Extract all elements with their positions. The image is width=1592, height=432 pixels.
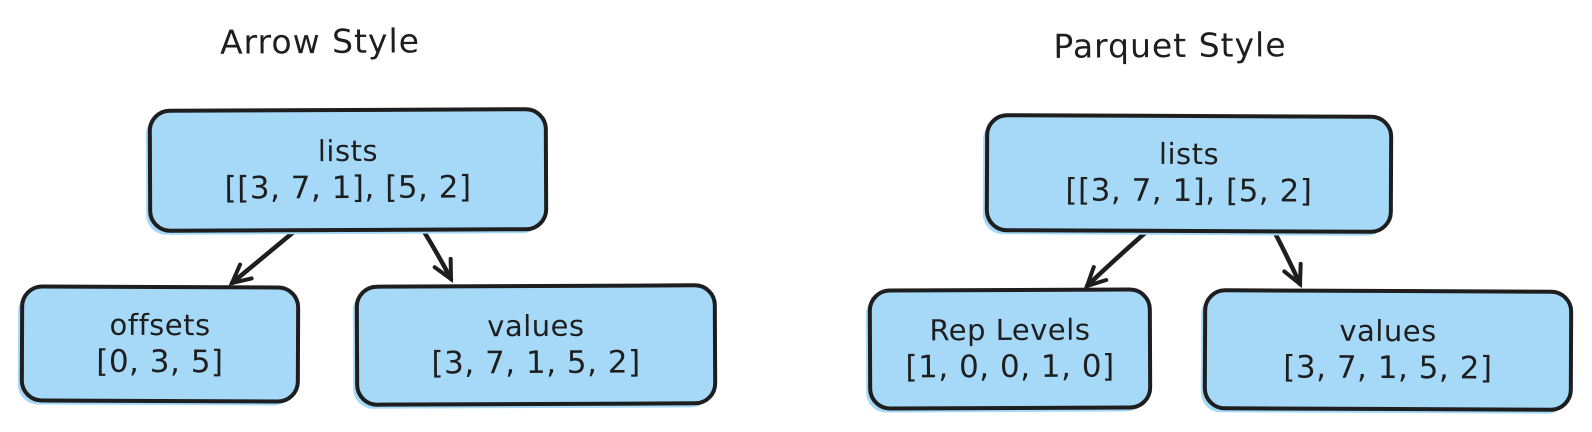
node-arrow-values-value: [3, 7, 1, 5, 2]: [431, 344, 641, 382]
node-parquet-values-label: values: [1339, 313, 1437, 348]
node-parquet-rep-levels-value: [1, 0, 0, 1, 0]: [905, 348, 1115, 386]
arrow-lists-to-offsets-icon: [228, 227, 299, 286]
node-arrow-offsets-label: offsets: [109, 307, 211, 342]
node-arrow-lists: lists [[3, 7, 1], [5, 2]: [147, 107, 549, 233]
node-arrow-offsets: offsets [0, 3, 5]: [19, 284, 301, 404]
arrow-lists-to-values-left-icon: [420, 227, 454, 283]
node-arrow-lists-value: [[3, 7, 1], [5, 2]: [224, 169, 472, 207]
parquet-style-title: Parquet Style: [1053, 25, 1287, 66]
node-arrow-values-label: values: [487, 308, 585, 343]
arrow-lists-to-rep-levels-icon: [1083, 230, 1148, 290]
node-parquet-rep-levels: Rep Levels [1, 0, 0, 1, 0]: [867, 287, 1153, 411]
node-arrow-values: values [3, 7, 1, 5, 2]: [354, 283, 718, 407]
node-parquet-values-value: [3, 7, 1, 5, 2]: [1283, 349, 1493, 387]
arrow-lists-to-values-right-icon: [1272, 230, 1303, 289]
node-parquet-rep-levels-label: Rep Levels: [929, 312, 1091, 347]
arrow-style-title: Arrow Style: [219, 21, 421, 62]
node-parquet-lists: lists [[3, 7, 1], [5, 2]: [984, 113, 1394, 234]
node-arrow-lists-label: lists: [317, 133, 379, 168]
node-parquet-lists-label: lists: [1158, 136, 1220, 172]
node-parquet-lists-value: [[3, 7, 1], [5, 2]: [1065, 172, 1313, 210]
node-arrow-offsets-value: [0, 3, 5]: [96, 343, 224, 381]
node-parquet-values: values [3, 7, 1, 5, 2]: [1202, 288, 1574, 412]
